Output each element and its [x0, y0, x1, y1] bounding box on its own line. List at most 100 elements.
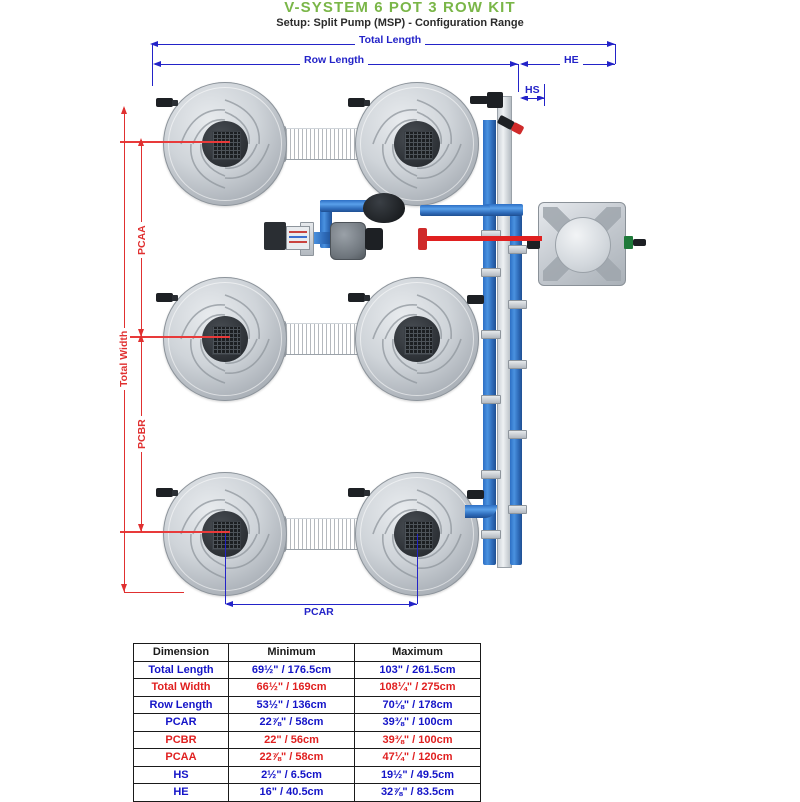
pot-swirl-pattern: [363, 285, 471, 393]
table-header-row: Dimension Minimum Maximum: [133, 643, 481, 662]
row-max-value: 47¼" / 120cm: [354, 748, 481, 767]
row-label-pcaa: PCAA: [133, 748, 229, 767]
row-min-value: 16" / 40.5cm: [228, 783, 355, 802]
reservoir-tank: [538, 202, 626, 286]
arrow-left: [520, 60, 528, 67]
pot-mesh-grate: [403, 520, 433, 550]
row-max-value: 39⅜" / 100cm: [354, 730, 481, 749]
pot-3-inlet-nozzle: [156, 293, 178, 302]
pipe-clamp: [508, 360, 527, 369]
total-width-ext-bottom: [124, 592, 184, 593]
hs-label: HS: [524, 84, 541, 96]
pcar-line: [227, 604, 417, 605]
pot-mesh-grate: [211, 520, 241, 550]
row-min-value: 69½" / 176.5cm: [228, 660, 355, 679]
header-minimum: Minimum: [228, 643, 355, 662]
tank-lid: [555, 217, 611, 273]
pipe-clamp: [508, 505, 527, 514]
row-min-value: 22" / 56cm: [228, 730, 355, 749]
pot-rim: [360, 282, 474, 396]
red-pointer-row-3: [120, 531, 230, 533]
header-dimension: Dimension: [133, 643, 229, 662]
row-min-value: 53½" / 136cm: [228, 695, 355, 714]
pump-to-manifold-feed: [420, 205, 490, 216]
row-label-total-length: Total Length: [133, 660, 229, 679]
pipe-clamp: [508, 245, 527, 254]
pump-outlet-fitting: [365, 228, 383, 250]
he-label: HE: [560, 54, 583, 66]
pot-2-inlet-nozzle: [348, 98, 370, 107]
row-3-manifold-fitting: [467, 490, 484, 499]
arrow-down: [120, 584, 127, 592]
row-label-pcar: PCAR: [133, 713, 229, 732]
page-subtitle: Setup: Split Pump (MSP) - Configuration …: [276, 17, 524, 29]
arrow-right: [607, 60, 615, 67]
row-3-connector-tube: [282, 518, 364, 550]
row-label-hs: HS: [133, 765, 229, 784]
pump-volute-body: [330, 222, 366, 260]
row-label-row-length: Row Length: [133, 695, 229, 714]
row-length-ext-right: [518, 64, 519, 92]
pot-swirl-pattern: [363, 90, 471, 198]
arrow-left: [150, 40, 158, 47]
hs-ext-right: [544, 84, 545, 106]
row-min-value: 22⅞" / 58cm: [228, 748, 355, 767]
pot-6-inlet-nozzle: [348, 488, 370, 497]
manifold-blue-crossover: [483, 204, 523, 216]
row-length-label: Row Length: [300, 54, 369, 66]
row-max-value: 70⅛" / 178cm: [354, 695, 481, 714]
screen-bar-red: [289, 231, 307, 233]
manifold-blue-elbow-upper: [483, 120, 496, 215]
arrow-up: [120, 106, 127, 114]
pipe-clamp: [481, 470, 501, 479]
row-2-connector-tube: [282, 323, 364, 355]
arrow-down: [137, 524, 144, 532]
pipe-clamp: [481, 268, 501, 277]
pipe-clamp: [508, 300, 527, 309]
page-title: V-SYSTEM 6 POT 3 ROW KIT: [284, 0, 516, 16]
tank-outlet-stub: [633, 239, 646, 246]
pot-swirl-pattern: [171, 285, 279, 393]
pcar-label: PCAR: [300, 606, 338, 618]
total-width-label: Total Width: [118, 327, 130, 390]
pot-rim: [168, 87, 282, 201]
pot-swirl-pattern: [171, 480, 279, 588]
arrow-left: [520, 94, 528, 101]
arrow-right: [510, 60, 518, 67]
pcaa-label: PCAA: [136, 222, 148, 258]
pump-motor-head: [363, 193, 405, 223]
pot-3: [163, 277, 287, 401]
row-max-value: 39⅜" / 100cm: [354, 713, 481, 732]
row-max-value: 108¼" / 275cm: [354, 678, 481, 697]
screen-bar-blue: [289, 236, 307, 238]
pcar-ext-left: [225, 534, 226, 604]
pot-rim: [360, 87, 474, 201]
row-max-value: 19½" / 49.5cm: [354, 765, 481, 784]
arrow-right: [409, 600, 417, 607]
pcbr-label: PCBR: [136, 416, 148, 452]
row-1-connector-tube: [282, 128, 364, 160]
manifold-top-elbow: [470, 96, 488, 104]
pot-swirl-pattern: [363, 480, 471, 588]
arrow-down: [137, 329, 144, 337]
total-length-ext-right: [615, 44, 616, 64]
total-length-ext-left: [152, 44, 153, 86]
red-pointer-row-2: [120, 336, 230, 338]
screen-bar-red-2: [289, 241, 307, 243]
pot-mesh-grate: [211, 130, 241, 160]
pot-5-inlet-nozzle: [156, 488, 178, 497]
row-min-value: 2½" / 6.5cm: [228, 765, 355, 784]
row-min-value: 66½" / 169cm: [228, 678, 355, 697]
red-flow-line-main: [427, 236, 542, 241]
arrow-right: [537, 94, 545, 101]
pipe-clamp: [508, 430, 527, 439]
